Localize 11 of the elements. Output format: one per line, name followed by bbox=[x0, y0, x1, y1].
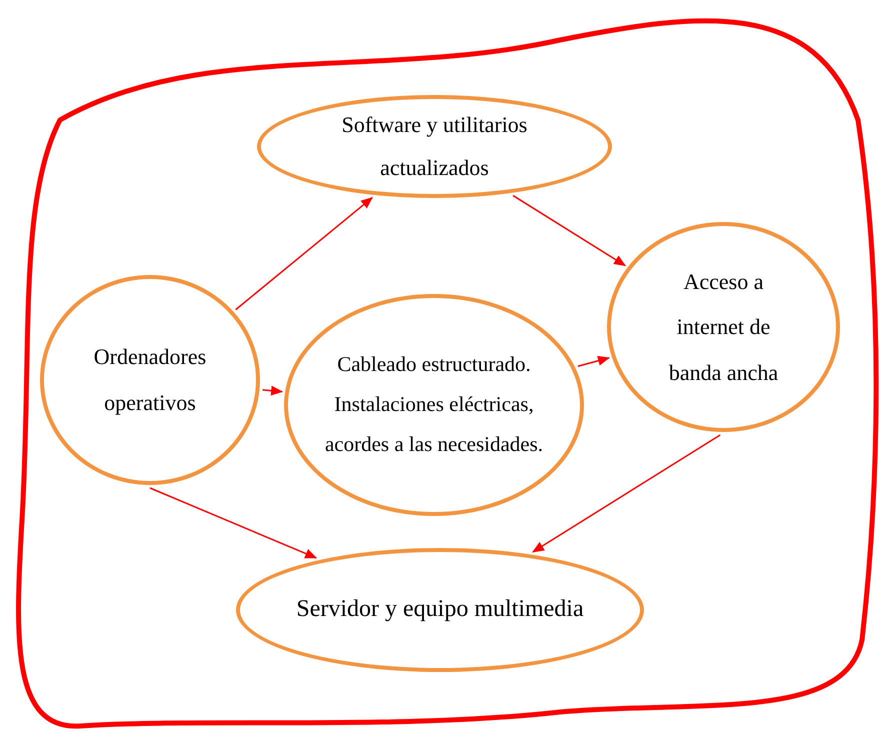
node-label: Software y utilitarios actualizados bbox=[340, 110, 528, 182]
node-label: Servidor y equipo multimedia bbox=[296, 595, 584, 624]
arrow bbox=[235, 197, 373, 310]
arrow bbox=[578, 356, 610, 367]
node-label: Ordenadores operativos bbox=[92, 342, 208, 417]
node-label: Acceso a internet de banda ancha bbox=[668, 268, 780, 387]
arrow bbox=[512, 194, 626, 266]
arrow bbox=[150, 487, 318, 559]
arrow bbox=[532, 434, 721, 553]
node-label: Cableado estructurado. Instalaciones eléctricas, acordes a las necesidades. bbox=[324, 351, 544, 458]
arrow bbox=[262, 386, 284, 396]
